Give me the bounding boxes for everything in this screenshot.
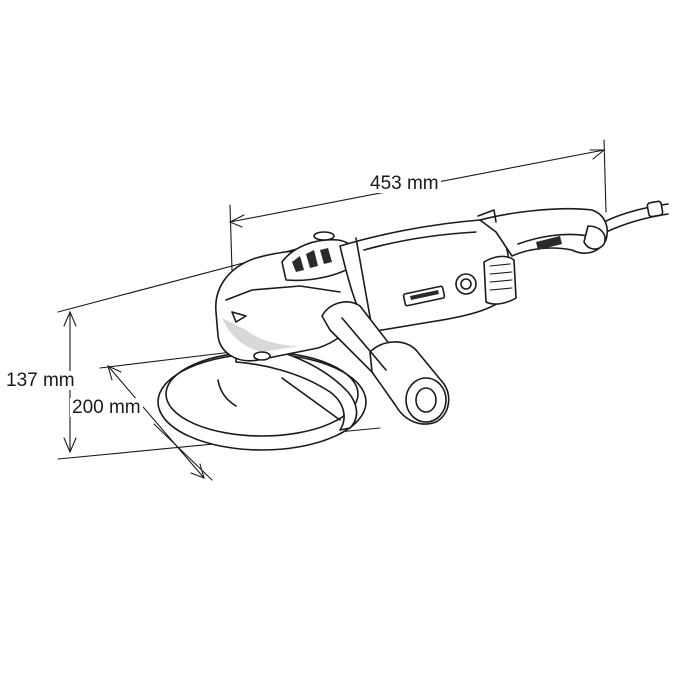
disc-extension-top xyxy=(99,351,233,369)
side-handle-end-inner xyxy=(415,387,437,413)
rear-handle-grip-line xyxy=(517,233,589,245)
rear-vent-3 xyxy=(489,279,513,283)
length-dimension-label: 453 mm xyxy=(368,173,441,194)
height-arrow-top xyxy=(63,310,77,327)
speed-dial-center xyxy=(460,278,472,290)
speed-dial xyxy=(455,273,477,295)
side-handle-highlight xyxy=(341,317,387,371)
side-handle-end-cap xyxy=(405,377,447,423)
head-cap-knob xyxy=(313,231,335,241)
vent-slot-1 xyxy=(292,256,304,272)
vent-slot-2 xyxy=(306,250,318,268)
disc-dimension-line xyxy=(107,365,205,479)
gear-head-ridge xyxy=(225,285,341,301)
vent-slot-3 xyxy=(320,248,332,264)
cord-strain-relief xyxy=(646,200,664,218)
switch-lever xyxy=(477,209,497,223)
disc-arrow-top xyxy=(107,364,122,381)
disc-arrow-bottom xyxy=(190,463,205,479)
housing-top-line xyxy=(363,231,477,251)
rear-vent-4 xyxy=(489,287,513,291)
disc-highlight xyxy=(217,379,237,407)
height-arrow-bottom xyxy=(63,437,77,454)
spindle-nut xyxy=(253,351,271,361)
brand-plate-mark xyxy=(410,290,439,300)
spindle-lock-icon xyxy=(231,311,247,323)
wheel-guard xyxy=(235,341,358,431)
length-extension-right xyxy=(603,139,607,213)
disc-extension-bottom xyxy=(153,423,213,481)
rear-handle-grip-texture xyxy=(536,236,562,250)
rear-vent-panel xyxy=(483,255,517,305)
gear-head-shading xyxy=(222,318,300,352)
length-extension-left xyxy=(229,204,233,271)
rear-vent-1 xyxy=(489,263,511,267)
housing-seam xyxy=(355,237,373,329)
grinder xyxy=(157,200,669,451)
disc-diameter-label: 200 mm xyxy=(70,397,143,418)
handle-end xyxy=(583,225,606,250)
rear-vent-2 xyxy=(489,271,513,275)
rear-handle xyxy=(479,207,608,257)
height-dimension-label: 137 mm xyxy=(4,370,77,391)
guard-edge xyxy=(281,377,341,421)
